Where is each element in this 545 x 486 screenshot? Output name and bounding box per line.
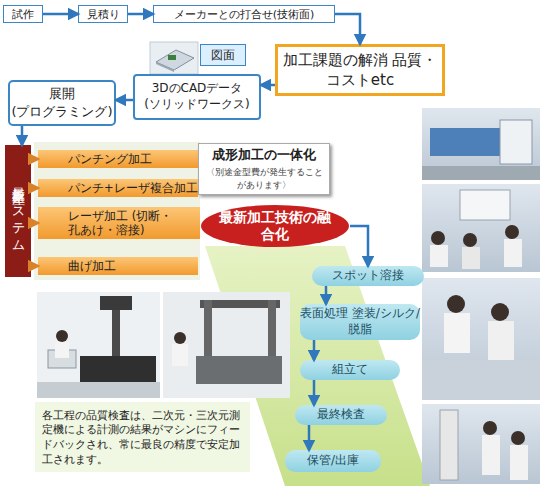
process-band: レーザ加工 (切断・孔あけ・溶接) bbox=[38, 207, 200, 239]
flow-arrow bbox=[31, 158, 38, 161]
flow-arrow bbox=[308, 425, 311, 450]
cad-model-image bbox=[150, 42, 198, 74]
node-text: メーカーとの打合せ(技術面) bbox=[174, 7, 315, 22]
node-text: 最新鋭生産システム bbox=[9, 177, 27, 246]
node-text: 最新加工技術の融合化 bbox=[219, 209, 331, 244]
note-box: 各工程の品質検査は、二次元・三次元測定機による計測の結果がマシンにフィードバック… bbox=[35, 402, 250, 472]
oval-fill bbox=[201, 205, 349, 247]
node-text: 試作 bbox=[12, 7, 34, 22]
photo-assembly bbox=[422, 404, 540, 484]
process-box: 試作 bbox=[3, 5, 43, 23]
node-text: レーザ加工 (切断・孔あけ・溶接) bbox=[68, 209, 200, 238]
photo-classroom bbox=[422, 184, 540, 272]
node-text: 成形加工の一体化 bbox=[212, 146, 316, 164]
program-box: 展開 (プログラミング) bbox=[8, 80, 116, 126]
photo-3d-measuring bbox=[163, 292, 290, 398]
system-bar: 最新鋭生産システム bbox=[5, 145, 31, 277]
photo-2d-measuring bbox=[37, 292, 160, 398]
process-band: パンチング加工 bbox=[38, 150, 198, 168]
node-text: 各工程の品質検査は、二次元・三次元測定機による計測の結果がマシンにフィードバック… bbox=[42, 408, 243, 467]
node-text: 見積り bbox=[87, 7, 120, 22]
cad-box: 3DのCADデータ (ソリッドワークス) bbox=[133, 74, 261, 120]
process-band: 曲げ加工 bbox=[38, 257, 198, 275]
node-text: 加工課題の解消 品質・コストetc bbox=[278, 50, 442, 91]
feature-box: 成形加工の一体化〈別途金型費が発生することがあります〉 bbox=[198, 143, 330, 195]
process-band: パンチ+レーザ複合加工 bbox=[38, 179, 198, 197]
node-text: 組立て bbox=[332, 362, 368, 378]
node-text: パンチング加工 bbox=[68, 152, 152, 166]
flow-arrow bbox=[31, 187, 38, 190]
step-band: 表面処理 塗装/シルク/脱脂 bbox=[300, 304, 420, 340]
flow-arrow bbox=[31, 265, 38, 268]
step-band: スポット溶接 bbox=[312, 266, 424, 286]
step-band: 組立て bbox=[300, 360, 400, 380]
node-text: 展開 (プログラミング) bbox=[10, 85, 114, 120]
flow-arrow bbox=[335, 14, 360, 44]
node-text: 図面 bbox=[211, 47, 235, 64]
flow-arrow bbox=[21, 126, 24, 145]
photo-machine bbox=[422, 108, 540, 180]
process-box: メーカーとの打合せ(技術面) bbox=[153, 5, 335, 23]
node-text: パンチ+レーザ複合加工 bbox=[68, 181, 198, 195]
flow-arrow bbox=[313, 340, 316, 360]
process-box: 見積り bbox=[78, 5, 128, 23]
step-band: 保管/出庫 bbox=[285, 450, 381, 472]
issue-box: 加工課題の解消 品質・コストetc bbox=[275, 44, 445, 96]
band-panel bbox=[34, 142, 200, 280]
drawing-tag: 図面 bbox=[200, 44, 246, 66]
node-text: 3DのCADデータ (ソリッドワークス) bbox=[135, 81, 259, 112]
flow-arrow bbox=[31, 222, 38, 225]
node-text: 保管/出庫 bbox=[307, 453, 359, 469]
flow-arrow bbox=[116, 99, 133, 102]
feature-oval: 最新加工技術の融合化 bbox=[200, 204, 350, 248]
flow-arrow bbox=[350, 226, 368, 266]
node-text: スポット溶接 bbox=[332, 268, 404, 284]
photo-work bbox=[422, 278, 540, 400]
step-band: 最終検査 bbox=[295, 405, 387, 425]
node-text: 表面処理 塗装/シルク/脱脂 bbox=[300, 306, 420, 337]
flow-arrow bbox=[43, 13, 78, 16]
node-text: 〈別途金型費が発生することがあります〉 bbox=[205, 166, 323, 192]
flow-arrow bbox=[128, 13, 153, 16]
flow-arrow bbox=[261, 84, 275, 87]
flow-arrow bbox=[313, 380, 316, 405]
node-text: 最終検査 bbox=[317, 407, 365, 423]
flow-arrow bbox=[325, 286, 328, 304]
node-text: 曲げ加工 bbox=[68, 259, 116, 273]
